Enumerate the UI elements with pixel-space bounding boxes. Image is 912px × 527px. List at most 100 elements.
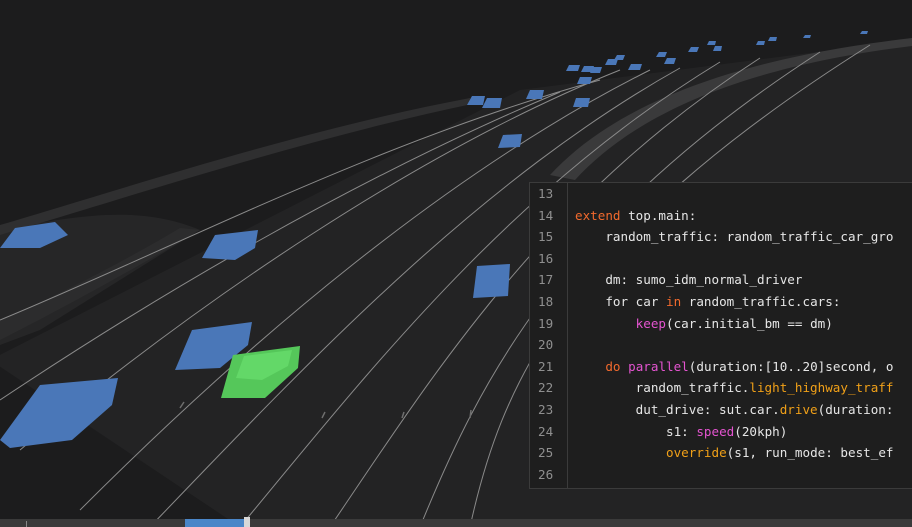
line-number-gutter: 13 14 15 16 17 18 19 20 21 22 23 24 25 26 — [530, 183, 568, 488]
traffic-car — [707, 41, 716, 45]
line-number: 25 — [538, 445, 554, 461]
timeline-scrubber-handle[interactable] — [244, 517, 250, 527]
traffic-car — [498, 134, 522, 148]
line-number: 23 — [538, 401, 554, 417]
function-token: speed — [696, 423, 735, 439]
timeline-tick — [26, 521, 27, 527]
code-token — [575, 445, 666, 460]
line-number: 21 — [538, 358, 554, 374]
ego-car-roof — [236, 350, 292, 380]
lane-line — [0, 79, 601, 321]
code-line[interactable]: keep(car.initial_bm == dm) — [575, 313, 912, 335]
traffic-car — [688, 47, 699, 52]
traffic-car — [175, 322, 252, 370]
code-line[interactable]: do parallel(duration:[10..20]second, o — [575, 356, 912, 378]
traffic-car — [0, 378, 118, 448]
traffic-car — [581, 66, 594, 72]
line-number: 17 — [538, 272, 554, 288]
method-token: light_highway_traff — [749, 380, 894, 396]
lane-dash — [469, 409, 472, 419]
function-token: keep — [635, 315, 667, 331]
code-body[interactable]: extend top.main: random_traffic: random_… — [575, 183, 912, 488]
code-line[interactable]: extend top.main: — [575, 205, 912, 227]
code-token: (20kph) — [734, 423, 788, 439]
code-line[interactable]: override(s1, run_mode: best_ef — [575, 442, 912, 464]
road-edge-barrier — [550, 38, 912, 180]
line-number: 20 — [538, 337, 554, 353]
traffic-car — [573, 98, 590, 107]
traffic-car — [756, 41, 765, 45]
timeline-track[interactable] — [0, 519, 912, 527]
code-line[interactable]: dm: sumo_idm_normal_driver — [575, 269, 912, 291]
code-line[interactable]: dut_drive: sut.car.drive(duration: — [575, 399, 912, 421]
code-token — [621, 359, 629, 374]
lane-dash — [401, 411, 405, 419]
keyword-token: do — [605, 358, 621, 374]
line-number: 16 — [538, 250, 554, 266]
code-token: random_traffic.cars: — [681, 293, 841, 309]
code-line[interactable] — [575, 334, 912, 356]
traffic-car — [860, 31, 868, 34]
traffic-car — [605, 59, 618, 65]
function-token: parallel — [628, 358, 689, 374]
traffic-car — [614, 55, 625, 60]
method-token: drive — [779, 401, 818, 417]
method-token: override — [666, 445, 727, 461]
traffic-cars — [0, 31, 868, 448]
onramp-barrier — [0, 228, 200, 340]
code-line[interactable] — [575, 248, 912, 270]
line-number: 19 — [538, 315, 554, 331]
line-number: 18 — [538, 293, 554, 309]
line-number: 15 — [538, 229, 554, 245]
code-token: top.main: — [620, 207, 697, 223]
traffic-car — [656, 52, 667, 57]
traffic-car — [628, 64, 642, 70]
code-editor-panel[interactable]: 13 14 15 16 17 18 19 20 21 22 23 24 25 26 extend top.… — [529, 182, 912, 489]
lane-dash — [179, 401, 185, 409]
line-number: 22 — [538, 380, 554, 396]
code-token: dut_drive: sut.car. — [575, 401, 780, 417]
traffic-car — [664, 58, 676, 64]
traffic-car — [577, 77, 592, 84]
traffic-car — [768, 37, 777, 41]
keyword-token: extend — [575, 207, 621, 223]
code-token — [575, 359, 605, 374]
code-token: (duration: — [817, 401, 894, 417]
code-token: (duration:[10..20]second, o — [688, 358, 894, 374]
code-token: random_traffic: random_traffic_car_gro — [575, 229, 894, 245]
code-line[interactable]: random_traffic.light_highway_traff — [575, 377, 912, 399]
code-token: for car — [575, 293, 666, 309]
lane-dash — [321, 411, 326, 419]
timeline-progress — [185, 519, 246, 527]
line-number: 26 — [538, 466, 554, 482]
code-line[interactable]: random_traffic: random_traffic_car_gro — [575, 226, 912, 248]
code-token: dm: sumo_idm_normal_driver — [575, 272, 803, 288]
lane-line — [0, 91, 561, 401]
lane-dashes — [179, 401, 472, 419]
traffic-car — [202, 230, 258, 260]
traffic-car — [467, 96, 485, 105]
traffic-car — [566, 65, 580, 71]
line-number: 14 — [538, 207, 554, 223]
lane-line — [239, 61, 721, 527]
traffic-car — [482, 98, 502, 108]
line-number: 24 — [538, 423, 554, 439]
line-number: 13 — [538, 186, 554, 201]
code-token: (car.initial_bm == dm) — [666, 315, 833, 331]
code-token: s1: — [575, 423, 697, 439]
traffic-car — [526, 90, 544, 99]
code-token: (s1, run_mode: best_ef — [726, 445, 894, 461]
code-token: random_traffic. — [575, 380, 750, 396]
traffic-car — [803, 35, 811, 38]
road-edge-barrier — [0, 98, 472, 235]
lane-line — [149, 67, 681, 527]
code-line[interactable] — [575, 464, 912, 486]
code-line[interactable]: for car in random_traffic.cars: — [575, 291, 912, 313]
code-line[interactable]: s1: speed(20kph) — [575, 421, 912, 443]
lane-line — [79, 69, 651, 511]
keyword-token: in — [666, 293, 682, 309]
traffic-car — [713, 46, 722, 51]
code-line[interactable] — [575, 183, 912, 205]
code-token — [575, 316, 636, 331]
traffic-car — [473, 264, 510, 298]
